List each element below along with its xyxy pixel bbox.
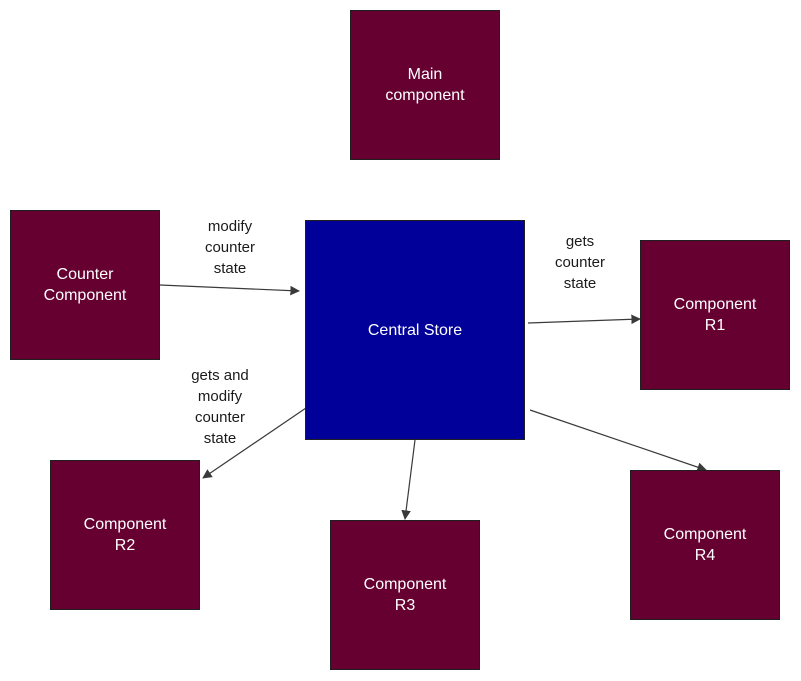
node-label: Central Store <box>367 321 463 339</box>
node-label: Component R4 <box>663 526 747 564</box>
node-label: Component R1 <box>673 296 757 334</box>
edge-store-to-r4 <box>529 409 707 472</box>
edge-label-gets-and-modify-counter-state: gets and modify counter state <box>191 367 249 447</box>
edge-label-gets-counter-state: gets counter state <box>554 233 606 292</box>
node-central-store: Central Store <box>305 220 525 440</box>
edge-store-to-r3 <box>401 439 416 520</box>
node-label: Main component <box>385 66 465 104</box>
node-counter-component: Counter Component <box>10 210 160 360</box>
node-label: Component R2 <box>83 516 167 554</box>
node-component-r2: Component R2 <box>50 460 200 610</box>
node-component-r3: Component R3 <box>330 520 480 670</box>
edge-store-to-r2 <box>202 407 307 479</box>
node-label: Component R3 <box>363 576 447 614</box>
node-component-r1: Component R1 <box>640 240 790 390</box>
edge-label-modify-counter-state: modify counter state <box>204 218 256 277</box>
node-component-r4: Component R4 <box>630 470 780 620</box>
node-main-component: Main component <box>350 10 500 160</box>
node-label: Counter Component <box>43 266 127 304</box>
edge-counter-to-store <box>159 284 300 296</box>
edge-store-to-r1 <box>527 314 641 325</box>
